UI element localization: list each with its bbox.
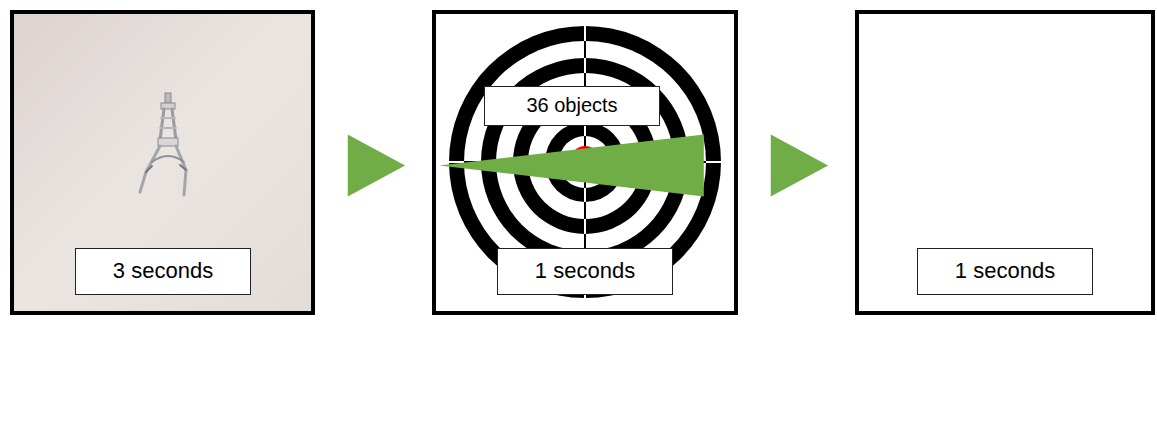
arrow-triangle [348,135,405,197]
stimulus-panel: 3 seconds [10,10,315,315]
duration-label: 3 seconds [75,248,251,295]
stimulus-panel: 1 seconds [855,10,1155,315]
flow-arrow [439,135,704,197]
stimulus-panel: 1 seconds [432,10,738,315]
target-symbol [434,12,736,313]
count-label: 36 objects [484,86,660,126]
arrow-triangle [771,135,828,197]
arrow-triangle [439,135,704,197]
flow-arrow [348,135,405,197]
flow-arrow [771,135,828,197]
object-photo [14,14,311,311]
duration-label: 1 seconds [917,248,1093,295]
duration-label: 1 seconds [497,248,673,295]
